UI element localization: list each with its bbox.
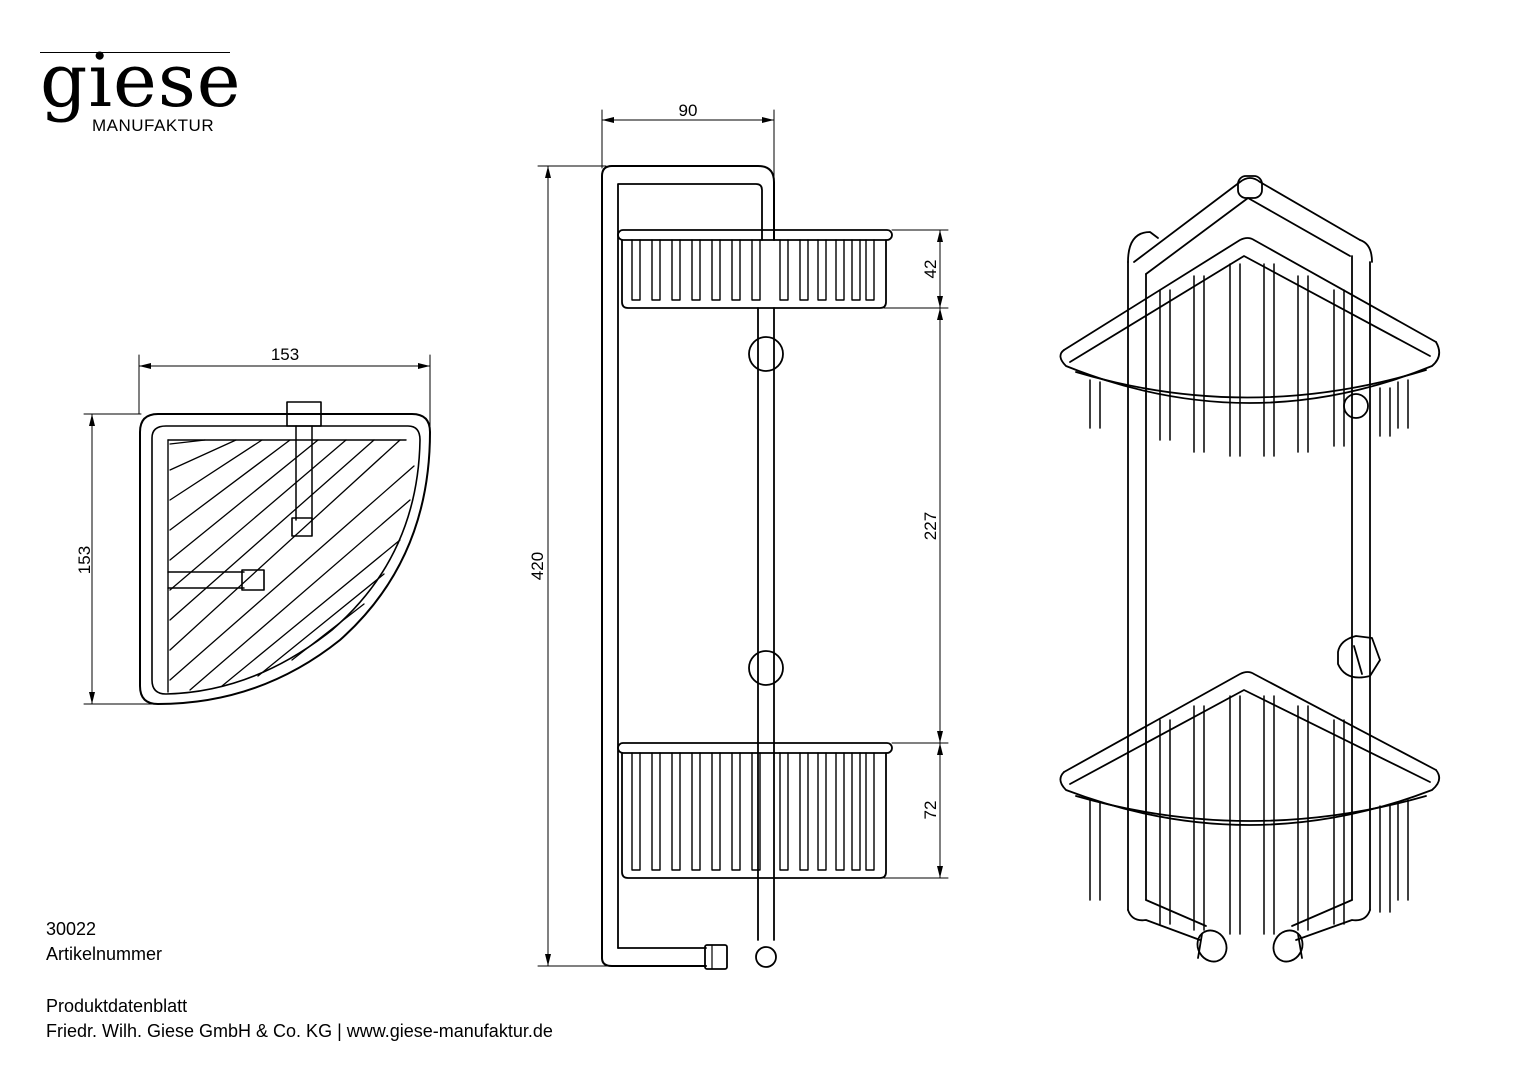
dim-top-depth: 153 bbox=[75, 546, 94, 574]
dim-top-width: 153 bbox=[271, 345, 299, 364]
logo-subtitle: MANUFAKTUR bbox=[92, 116, 215, 135]
dim-upper-basket: 42 bbox=[921, 260, 940, 279]
top-view: 153 153 bbox=[75, 345, 431, 705]
dim-lower-basket: 72 bbox=[921, 801, 940, 820]
article-number: 30022 bbox=[46, 919, 97, 939]
footer-title: Produktdatenblatt bbox=[46, 996, 188, 1016]
dim-side-depth: 90 bbox=[679, 101, 698, 120]
side-view: 90 420 42 227 72 bbox=[528, 101, 949, 970]
logo-wordmark: giese bbox=[40, 38, 242, 124]
perspective-view bbox=[1059, 175, 1441, 963]
footer-company: Friedr. Wilh. Giese GmbH & Co. KG | www.… bbox=[46, 1021, 553, 1041]
dim-basket-spacing: 227 bbox=[921, 512, 940, 540]
logo-rule bbox=[40, 52, 230, 53]
article-label: Artikelnummer bbox=[46, 944, 163, 964]
dim-total-height: 420 bbox=[528, 552, 547, 580]
brand-logo: giese MANUFAKTUR bbox=[40, 38, 242, 140]
